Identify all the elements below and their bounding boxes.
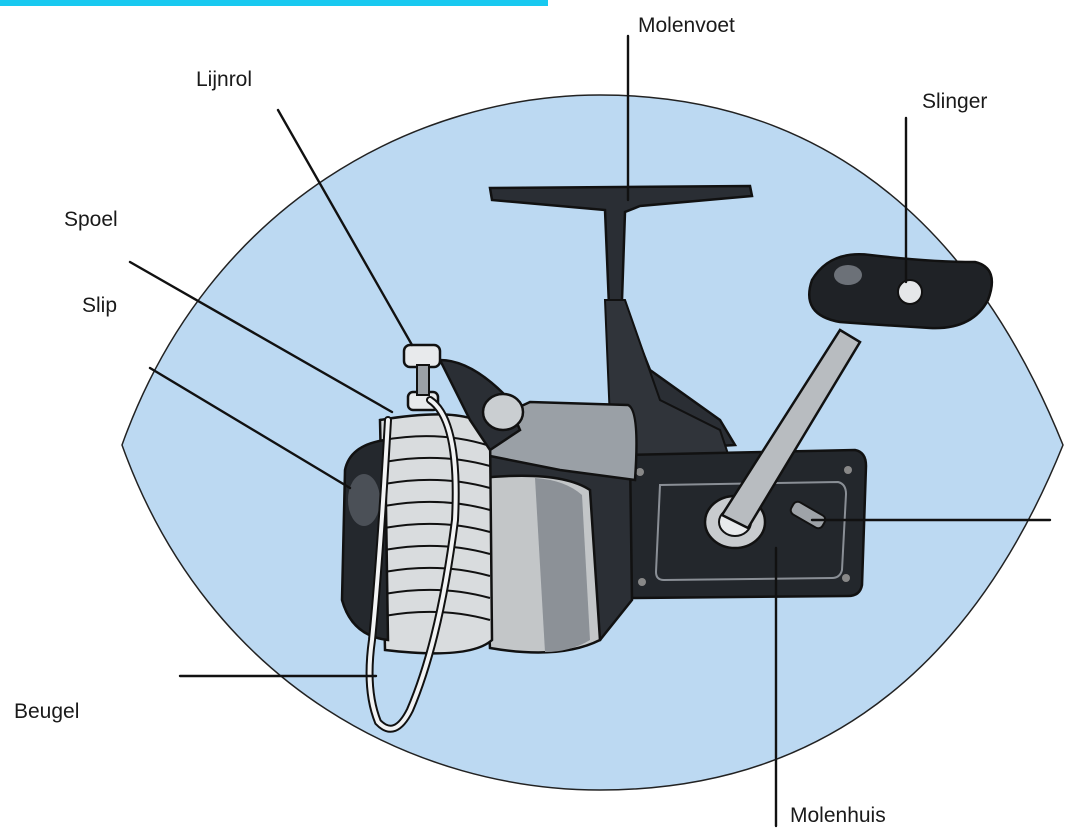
- side-knob: [789, 500, 827, 530]
- top-accent-bar: [0, 0, 548, 6]
- label-slip: Slip: [82, 294, 117, 317]
- label-lijnrol: Lijnrol: [196, 68, 252, 91]
- spool-grooves: [383, 435, 491, 621]
- label-molenhuis: Molenhuis: [790, 804, 886, 827]
- handle-arm: [720, 328, 862, 530]
- label-beugel: Beugel: [14, 700, 79, 723]
- line-roller-stem: [416, 364, 430, 396]
- handle-knob-screw: [897, 279, 923, 305]
- bail-wire-highlight: [367, 398, 458, 731]
- spool-skirt-shade: [535, 478, 590, 652]
- housing-screw: [638, 578, 646, 586]
- line-roller-wheel: [481, 392, 525, 432]
- label-spoel: Spoel: [64, 208, 118, 231]
- gear-housing-plate: [654, 480, 848, 582]
- label-molenvoet: Molenvoet: [638, 14, 735, 37]
- leader-spoel: [128, 260, 394, 414]
- label-slinger: Slinger: [922, 90, 987, 113]
- handle-knob-highlight: [834, 265, 862, 285]
- housing-screw: [636, 468, 644, 476]
- spool: [378, 413, 494, 655]
- line-roller-post: [402, 343, 442, 369]
- housing-screw: [842, 574, 850, 582]
- leader-slip: [148, 366, 352, 490]
- reel-illustration: [340, 184, 994, 733]
- drag-knob-cap: [348, 474, 380, 526]
- housing-screw: [844, 466, 852, 474]
- leader-lijnrol: [276, 108, 414, 347]
